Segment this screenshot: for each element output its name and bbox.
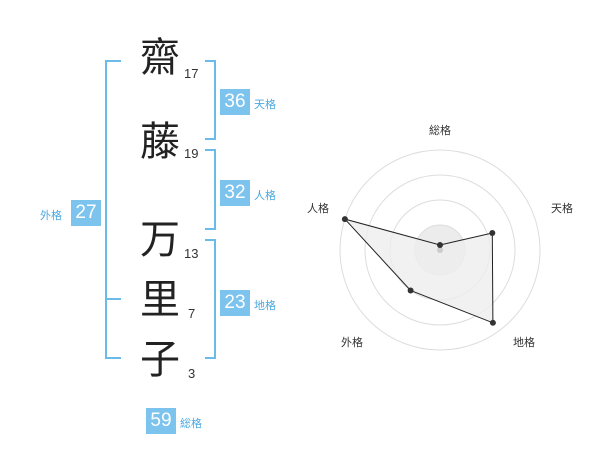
radar-point-1 (489, 230, 496, 237)
name-char-1: 齋 (140, 35, 180, 81)
tenkaku-label: 天格 (254, 98, 276, 111)
stroke-count-2: 19 (184, 146, 199, 161)
soukaku-label: 総格 (180, 417, 202, 430)
tenkaku-bracket (205, 60, 216, 140)
radar-label-gaikaku: 外格 (341, 335, 363, 349)
stroke-count-1: 17 (184, 66, 199, 81)
name-char-2: 藤 (140, 119, 180, 165)
jinkaku-badge: 32 (220, 180, 250, 206)
chikaku-bracket (205, 239, 216, 359)
gaikaku-label: 外格 (40, 209, 62, 222)
tenkaku-badge: 36 (220, 89, 250, 115)
stroke-count-4: 7 (188, 306, 196, 321)
radar-point-3 (407, 287, 414, 294)
radar-chart: 総格 天格 地格 外格 人格 (307, 123, 573, 351)
name-char-5: 子 (140, 337, 180, 383)
radar-center-dot (437, 247, 443, 253)
radar-point-0 (437, 242, 443, 248)
stroke-count-3: 13 (184, 246, 199, 261)
gaikaku-bracket (105, 60, 121, 359)
radar-label-jinkaku: 人格 (307, 201, 329, 215)
radar-point-2 (489, 319, 496, 326)
gaikaku-badge: 27 (71, 200, 101, 226)
jinkaku-label: 人格 (254, 189, 276, 202)
jinkaku-bracket (205, 149, 216, 230)
radar-point-4 (341, 216, 348, 223)
soukaku-badge: 59 (146, 408, 176, 434)
radar-area (343, 218, 494, 324)
radar-label-soukaku: 総格 (429, 123, 451, 137)
name-char-4: 里 (140, 277, 180, 323)
gaikaku-bracket-tick (105, 298, 121, 300)
radar-label-chikaku: 地格 (513, 335, 535, 349)
name-char-3: 万 (140, 217, 180, 263)
radar-points (341, 216, 496, 326)
chikaku-label: 地格 (254, 299, 276, 312)
chikaku-badge: 23 (220, 290, 250, 316)
radar-label-tenkaku: 天格 (551, 201, 573, 215)
stroke-count-5: 3 (188, 366, 196, 381)
